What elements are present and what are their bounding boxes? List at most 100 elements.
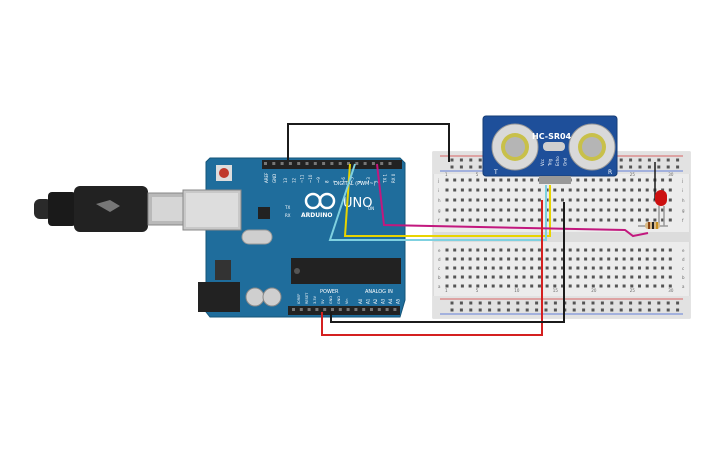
breadboard-hole[interactable] — [653, 275, 657, 279]
breadboard-hole[interactable] — [499, 266, 503, 270]
rail-hole[interactable] — [478, 165, 482, 169]
breadboard-hole[interactable] — [599, 218, 603, 222]
breadboard-hole[interactable] — [507, 266, 511, 270]
header-pin[interactable] — [307, 308, 311, 311]
breadboard-hole[interactable] — [645, 198, 649, 202]
breadboard-hole[interactable] — [468, 284, 472, 288]
breadboard-hole[interactable] — [584, 257, 588, 261]
breadboard-hole[interactable] — [599, 188, 603, 192]
breadboard-hole[interactable] — [576, 208, 580, 212]
rail-hole[interactable] — [544, 308, 548, 312]
breadboard-hole[interactable] — [468, 248, 472, 252]
breadboard-hole[interactable] — [484, 266, 487, 270]
rail-hole[interactable] — [535, 301, 539, 305]
breadboard-hole[interactable] — [545, 266, 549, 270]
breadboard-hole[interactable] — [561, 198, 564, 202]
breadboard-hole[interactable] — [460, 208, 464, 212]
rail-hole[interactable] — [459, 165, 463, 169]
breadboard-hole[interactable] — [514, 284, 518, 288]
breadboard-hole[interactable] — [553, 266, 557, 270]
breadboard-hole[interactable] — [530, 208, 534, 212]
breadboard-hole[interactable] — [460, 178, 464, 182]
rail-hole[interactable] — [525, 301, 529, 305]
rail-hole[interactable] — [516, 301, 520, 305]
breadboard-hole[interactable] — [668, 266, 672, 270]
breadboard-hole[interactable] — [553, 188, 557, 192]
breadboard-hole[interactable] — [507, 188, 511, 192]
rail-hole[interactable] — [657, 158, 661, 162]
header-pin[interactable] — [377, 308, 381, 311]
breadboard-hole[interactable] — [599, 198, 603, 202]
breadboard-hole[interactable] — [445, 248, 449, 252]
breadboard-hole[interactable] — [668, 208, 672, 212]
breadboard-hole[interactable] — [614, 218, 618, 222]
breadboard-hole[interactable] — [545, 248, 549, 252]
header-pin[interactable] — [346, 308, 350, 311]
breadboard-hole[interactable] — [561, 248, 564, 252]
rail-hole[interactable] — [591, 301, 595, 305]
breadboard-hole[interactable] — [576, 188, 580, 192]
rail-hole[interactable] — [600, 308, 604, 312]
breadboard-hole[interactable] — [484, 275, 487, 279]
breadboard-hole[interactable] — [507, 248, 511, 252]
header-pin[interactable] — [338, 162, 342, 165]
header-pin[interactable] — [305, 162, 309, 165]
breadboard-hole[interactable] — [460, 188, 464, 192]
breadboard-hole[interactable] — [568, 198, 572, 202]
header-pin[interactable] — [313, 162, 317, 165]
breadboard-hole[interactable] — [537, 198, 541, 202]
breadboard-hole[interactable] — [568, 275, 572, 279]
breadboard-hole[interactable] — [599, 178, 603, 182]
breadboard-hole[interactable] — [645, 188, 649, 192]
breadboard-hole[interactable] — [653, 266, 657, 270]
rail-hole[interactable] — [666, 158, 670, 162]
breadboard-hole[interactable] — [553, 284, 557, 288]
breadboard-hole[interactable] — [476, 218, 480, 222]
breadboard-hole[interactable] — [530, 188, 534, 192]
breadboard-hole[interactable] — [507, 284, 511, 288]
breadboard-hole[interactable] — [491, 248, 495, 252]
rail-hole[interactable] — [506, 301, 510, 305]
rail-hole[interactable] — [647, 301, 651, 305]
breadboard-hole[interactable] — [468, 266, 472, 270]
header-pin[interactable] — [385, 308, 389, 311]
breadboard-hole[interactable] — [445, 208, 449, 212]
header-pin[interactable] — [292, 308, 295, 311]
breadboard-hole[interactable] — [584, 208, 588, 212]
breadboard-hole[interactable] — [484, 257, 487, 261]
header-pin[interactable] — [338, 308, 342, 311]
breadboard-hole[interactable] — [553, 257, 557, 261]
header-pin[interactable] — [362, 308, 366, 311]
breadboard-hole[interactable] — [638, 178, 641, 182]
breadboard-hole[interactable] — [530, 257, 534, 261]
rail-hole[interactable] — [619, 308, 623, 312]
header-pin[interactable] — [371, 162, 375, 165]
breadboard-hole[interactable] — [453, 218, 457, 222]
rail-hole[interactable] — [506, 308, 510, 312]
breadboard-hole[interactable] — [476, 248, 480, 252]
breadboard-hole[interactable] — [645, 266, 649, 270]
breadboard-hole[interactable] — [638, 218, 641, 222]
breadboard-hole[interactable] — [638, 266, 641, 270]
breadboard-hole[interactable] — [445, 275, 449, 279]
breadboard-hole[interactable] — [607, 257, 611, 261]
breadboard-hole[interactable] — [460, 257, 464, 261]
breadboard-hole[interactable] — [661, 275, 665, 279]
breadboard-hole[interactable] — [445, 284, 449, 288]
breadboard-hole[interactable] — [476, 208, 480, 212]
breadboard-hole[interactable] — [607, 275, 611, 279]
breadboard-hole[interactable] — [553, 275, 557, 279]
rail-hole[interactable] — [469, 165, 473, 169]
breadboard-hole[interactable] — [614, 198, 618, 202]
breadboard-hole[interactable] — [614, 208, 618, 212]
rail-hole[interactable] — [619, 165, 623, 169]
header-pin[interactable] — [380, 162, 384, 165]
breadboard-hole[interactable] — [522, 284, 526, 288]
breadboard-hole[interactable] — [514, 178, 518, 182]
breadboard-hole[interactable] — [591, 257, 595, 261]
breadboard-hole[interactable] — [607, 198, 611, 202]
breadboard-hole[interactable] — [668, 188, 672, 192]
breadboard-hole[interactable] — [638, 257, 641, 261]
rail-hole[interactable] — [478, 301, 482, 305]
